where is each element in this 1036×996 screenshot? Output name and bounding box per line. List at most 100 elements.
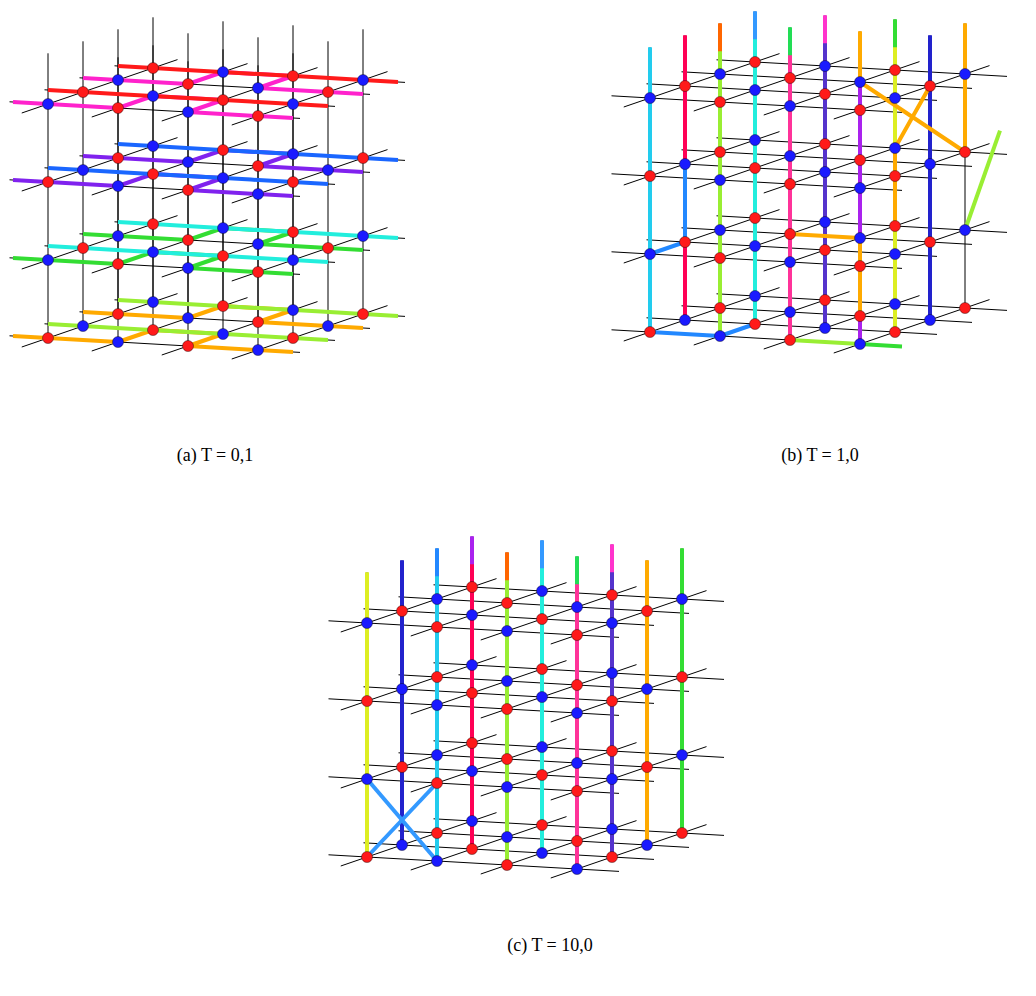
site-dot [358,309,369,320]
site-dot [253,345,264,356]
site-dot [855,261,866,272]
site-dot [253,239,264,250]
grid-line [577,584,578,869]
site-dot [183,79,194,90]
site-dot [218,329,229,340]
site-dot [358,75,369,86]
site-dot [502,782,513,793]
site-dot [218,251,229,262]
site-dot [502,860,513,871]
grid-line [834,144,990,197]
site-dot [572,758,583,769]
site-dot [113,231,124,242]
site-dot [680,81,691,92]
site-dot [148,247,159,258]
site-dot [467,660,478,671]
site-dot [502,832,513,843]
site-dot [642,684,653,695]
site-dot [750,319,761,330]
grid-line [682,548,683,833]
site-dot [218,223,229,234]
string-path [790,340,860,344]
site-dot [323,165,334,176]
site-dot [572,786,583,797]
site-dot [715,225,726,236]
site-dot [362,852,373,863]
site-dot [253,83,264,94]
site-dot [43,177,54,188]
site-dot [432,778,443,789]
site-dot [148,141,159,152]
site-dot [113,337,124,348]
string-path [118,66,398,82]
site-dot [537,848,548,859]
site-dot [467,688,478,699]
site-dot [645,249,656,260]
site-dot [467,816,478,827]
site-dot [183,107,194,118]
grid-line [834,222,990,275]
site-dot [537,664,548,675]
grid-line [930,35,931,320]
site-dot [183,185,194,196]
site-dot [785,307,796,318]
grid-line [232,306,388,359]
site-dot [253,161,264,172]
site-dot [750,213,761,224]
site-dot [925,159,936,170]
site-dot [820,323,831,334]
site-dot [855,105,866,116]
string-path [610,572,614,857]
string-path [860,23,965,152]
site-dot [148,325,159,336]
site-dot [397,840,408,851]
site-dot [607,852,618,863]
string-path [860,344,902,346]
string-path [365,572,369,857]
site-dot [288,333,299,344]
site-dot [113,75,124,86]
grid-line [720,51,721,336]
site-dot [890,93,901,104]
site-dot [715,69,726,80]
site-dot [820,61,831,72]
site-dot [362,696,373,707]
site-dot [502,676,513,687]
site-dot [890,221,901,232]
site-dot [890,143,901,154]
string-path [965,131,1000,230]
site-dot [218,145,229,156]
site-dot [820,217,831,228]
site-dot [715,331,726,342]
site-dot [855,155,866,166]
site-dot [890,249,901,260]
string-path [648,47,652,332]
site-dot [397,684,408,695]
site-dot [148,91,159,102]
site-dot [183,235,194,246]
grid-line [92,64,248,117]
lattice-sites [362,582,688,875]
site-dot [750,163,761,174]
string-path [645,560,649,845]
grid-line [647,560,648,845]
site-dot [183,313,194,324]
grid-line [92,142,248,195]
string-path [928,35,932,320]
grid-line [834,300,990,353]
grid-line [755,39,756,324]
site-dot [785,179,796,190]
site-dot [432,856,443,867]
site-dot [572,864,583,875]
grid-line [48,53,49,338]
site-dot [925,237,936,248]
site-dot [113,103,124,114]
grid-line [232,150,388,203]
site-dot [715,147,726,158]
site-dot [502,704,513,715]
site-dot [148,63,159,74]
string-path [680,548,684,833]
grid-line [472,564,473,849]
site-dot [677,672,688,683]
